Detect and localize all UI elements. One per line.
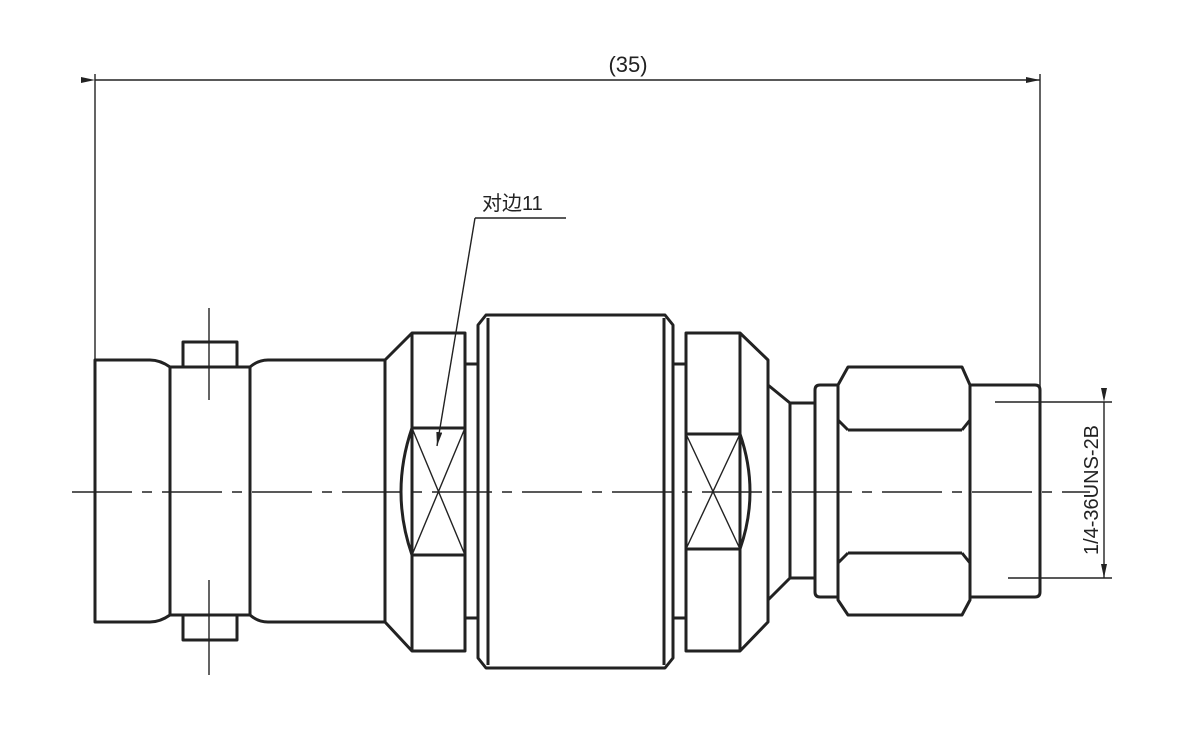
middle-body: [476, 313, 686, 670]
thread-dimension: 1/4-36UNS-2B: [995, 388, 1112, 579]
across-flats-label: 对边11: [482, 192, 543, 215]
thread-label: 1/4-36UNS-2B: [1081, 425, 1103, 555]
across-flats-leader: 对边11: [436, 192, 566, 447]
right-hex-nut: [684, 331, 770, 653]
left-hex-nut: [383, 331, 478, 653]
overall-dimension: (35): [81, 52, 1041, 388]
overall-length-label: (35): [608, 52, 647, 77]
sma-end: [766, 365, 1042, 617]
